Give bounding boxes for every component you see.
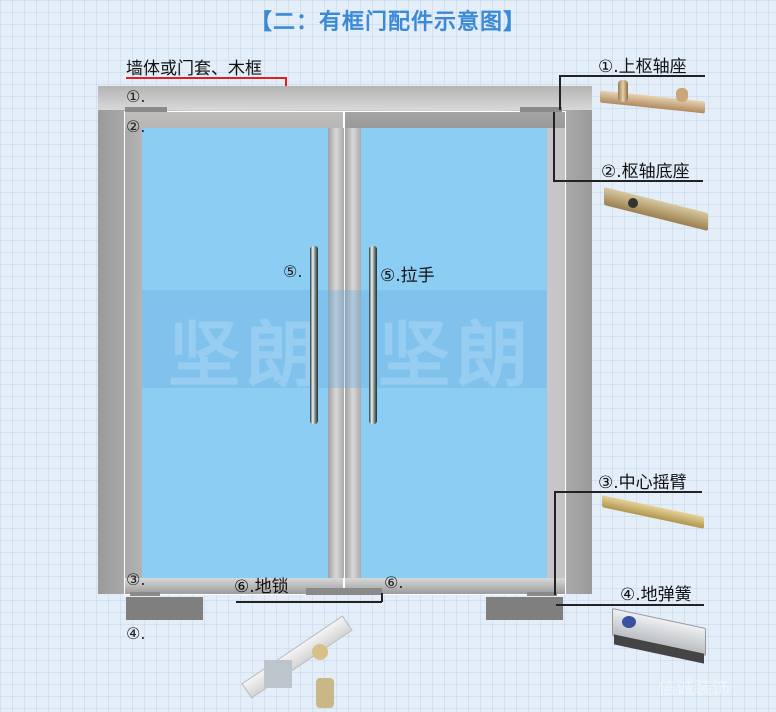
bottom-arm-right: [527, 592, 557, 596]
part-label-6: ⑥.地锁: [234, 577, 289, 597]
leader-6-vertical: [381, 593, 383, 602]
left-pull-handle: [310, 246, 318, 424]
watermark-band: [142, 290, 547, 388]
leader-3-vertical: [554, 491, 556, 595]
part-label-4: ④.地弹簧: [620, 585, 692, 605]
leader-2-vertical: [553, 112, 555, 181]
pivot-base-product-image: [604, 187, 710, 238]
left-door-top-rail: [125, 112, 343, 128]
right-pull-handle: [369, 246, 377, 424]
left-door-glass: [142, 128, 328, 578]
marker-3: ③.: [126, 570, 146, 589]
floor-spring-right: [486, 597, 563, 620]
right-door-top-rail: [345, 112, 565, 128]
wall-label: 墙体或门套、木框: [126, 59, 262, 79]
marker-1: ①.: [126, 87, 146, 106]
floor-spring-product-image: [608, 608, 708, 664]
part-label-1: ①.上枢轴座: [598, 57, 687, 77]
floor-lock-bolt: [306, 588, 382, 595]
left-door-stile: [328, 128, 344, 578]
right-door-stile: [345, 128, 361, 578]
wall-label-underline: [126, 77, 286, 79]
marker-4: ④.: [126, 624, 146, 643]
part-label-2: ②.枢轴底座: [601, 162, 690, 182]
corner-watermark: 信诚装饰: [658, 678, 730, 699]
watermark-left: 坚朗: [168, 313, 325, 397]
floor-spring-left: [126, 597, 203, 620]
part-label-3: ③.中心摇臂: [598, 473, 687, 493]
door-frame-top: [98, 86, 592, 110]
top-pivot-left: [125, 107, 167, 112]
leader-1-vertical: [559, 75, 561, 110]
left-door-bottom-rail: [125, 578, 343, 594]
center-arm-product-image: [602, 495, 706, 532]
right-door-glass: [361, 128, 547, 578]
bottom-arm-left: [130, 592, 160, 596]
leader-6-horizontal: [236, 601, 382, 603]
top-pivot-right: [520, 107, 562, 112]
leader-4-horizontal: [556, 604, 704, 606]
right-door-bottom-rail: [345, 578, 565, 594]
top-pivot-product-image: [600, 80, 710, 120]
leader-2-horizontal: [553, 180, 703, 182]
marker-6-right: ⑥.: [384, 573, 404, 592]
marker-2: ②.: [126, 117, 146, 136]
part-label-5: ⑤.拉手: [380, 266, 435, 286]
leader-3-horizontal: [554, 491, 702, 493]
marker-5-left: ⑤.: [283, 262, 303, 281]
watermark-right: 坚朗: [378, 313, 535, 397]
diagram-title: 【二：有框门配件示意图】: [249, 10, 526, 35]
leader-1-horizontal: [559, 75, 705, 77]
floor-lock-product-image: [236, 608, 354, 712]
